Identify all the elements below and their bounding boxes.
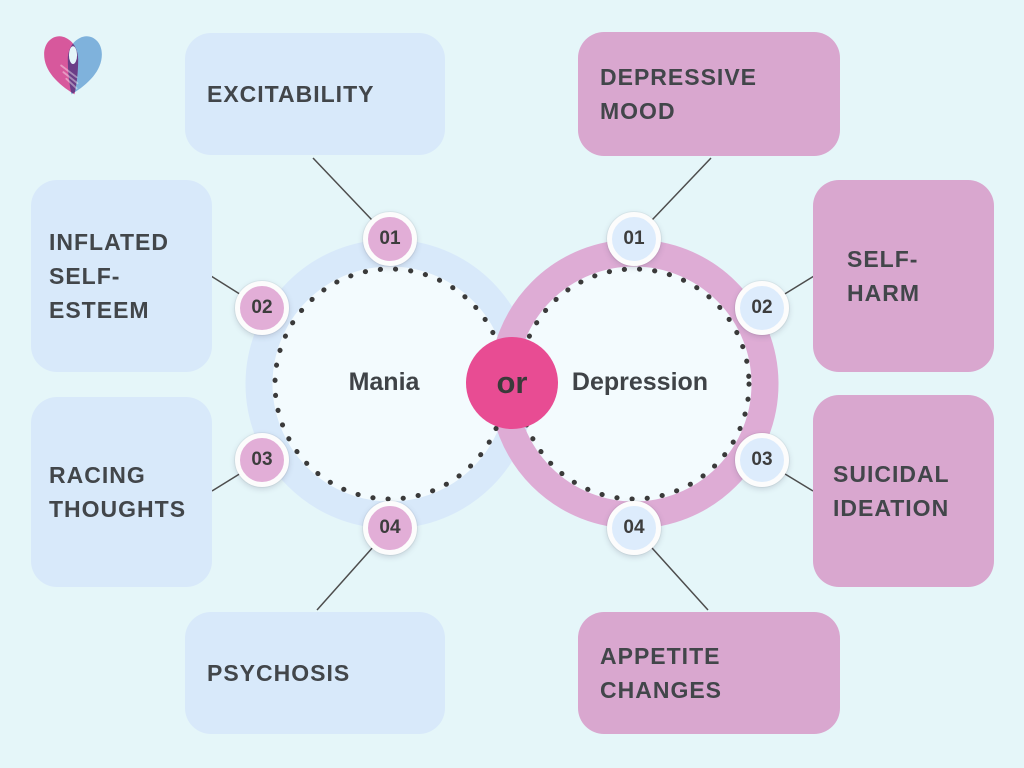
or-hub: or <box>466 337 558 429</box>
depression-label: Depression <box>571 368 709 396</box>
logo-finger-lines <box>60 64 79 90</box>
depression-badge-04: 04 <box>607 501 661 555</box>
mania-badge-03: 03 <box>235 433 289 487</box>
box-suicidal-ideation: SUICIDAL IDEATION <box>813 395 994 587</box>
mania-badge-04: 04 <box>363 501 417 555</box>
box-inflated-self-esteem: INFLATED SELF- ESTEEM <box>31 180 212 372</box>
box-psychosis: PSYCHOSIS <box>185 612 445 734</box>
box-excitability: EXCITABILITY <box>185 33 445 155</box>
mania-label: Mania <box>348 368 420 396</box>
mania-badge-01: 01 <box>363 212 417 266</box>
box-self-harm: SELF- HARM <box>813 180 994 372</box>
hands-heart-logo <box>36 26 110 102</box>
mania-ring-inner-fill <box>272 266 508 502</box>
box-racing-thoughts: RACING THOUGHTS <box>31 397 212 587</box>
depression-dotted-circle <box>516 266 752 502</box>
depression-badge-02: 02 <box>735 281 789 335</box>
depression-badge-01: 01 <box>607 212 661 266</box>
depression-ring-inner-fill <box>516 266 752 502</box>
depression-badge-03: 03 <box>735 433 789 487</box>
box-appetite-changes: APPETITE CHANGES <box>578 612 840 734</box>
box-depressive-mood: DEPRESSIVE MOOD <box>578 32 840 156</box>
mania-badge-02: 02 <box>235 281 289 335</box>
logo-center-gap <box>68 46 78 64</box>
